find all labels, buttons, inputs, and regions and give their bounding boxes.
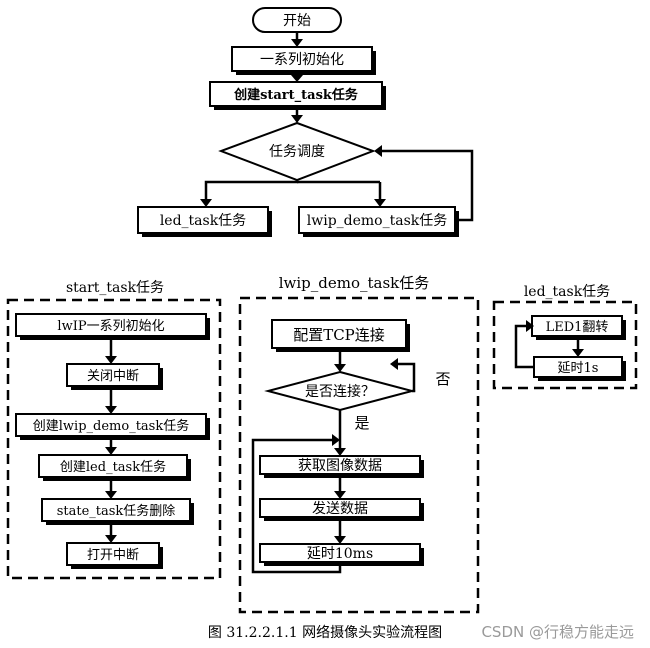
start-task-panel: lwIP一系列初始化 关闭中断 创建lwip_demo_task任务 创建led… (6, 298, 222, 580)
start-task-panel-border (6, 298, 222, 580)
start-step-2-label: 关闭中断 (87, 369, 139, 384)
led-task-box (137, 206, 269, 234)
top-flow: 开始 一系列初始化 创建start_task任务 任务调度 led_task任务 (137, 7, 474, 237)
init-label: 一系列初始化 (260, 51, 344, 68)
lwip-demo-task-box (298, 206, 456, 234)
create-start-task-box (209, 81, 383, 107)
lwip-demo-task-label: lwip_demo_task任务 (307, 213, 448, 229)
connected-label: 是否连接？ (305, 383, 375, 400)
create-start-task-label: 创建start_task任务 (233, 87, 359, 103)
init-box (231, 46, 373, 72)
lwip-demo-panel-border (238, 296, 480, 614)
start-step-5-label: state_task任务删除 (57, 503, 176, 519)
tcp-connect-box (271, 319, 407, 349)
loop-step-3-label: 延时10ms (307, 546, 373, 562)
start-task-panel-title: start_task任务 (66, 280, 164, 296)
led-task-label: led_task任务 (160, 213, 246, 229)
yes-label: 是 (354, 414, 369, 432)
led-step-2-label: 延时1s (558, 361, 599, 376)
start-step-3-label: 创建lwip_demo_task任务 (33, 418, 189, 434)
tcp-connect-label: 配置TCP连接 (293, 326, 385, 344)
led-panel-border (492, 300, 638, 390)
lwip-demo-panel-title: lwip_demo_task任务 (279, 274, 430, 292)
no-label: 否 (435, 370, 450, 388)
watermark: CSDN @行稳方能走远 (481, 623, 634, 641)
led-panel: LED1翻转 延时1s (492, 300, 638, 390)
led-panel-title: led_task任务 (524, 284, 610, 300)
figure-caption: 图 31.2.2.1.1 网络摄像头实验流程图 (208, 625, 442, 641)
loop-step-1-label: 获取图像数据 (298, 458, 382, 474)
start-step-4-label: 创建led_task任务 (60, 459, 166, 475)
start-label: 开始 (283, 13, 311, 29)
start-step-6 (66, 542, 160, 566)
led-step-1-label: LED1翻转 (546, 320, 609, 335)
start-step-2 (66, 363, 160, 387)
start-step-4 (38, 454, 188, 478)
lwip-demo-panel: 配置TCP连接 是否连接？ 否 是 获取图像数据 发送数据 延时10ms (238, 296, 480, 614)
loop-step-2-label: 发送数据 (312, 501, 368, 517)
start-step-6-label: 打开中断 (87, 548, 139, 563)
start-step-5 (41, 498, 191, 522)
schedule-label: 任务调度 (269, 144, 325, 160)
start-step-1-label: lwIP一系列初始化 (57, 319, 164, 334)
